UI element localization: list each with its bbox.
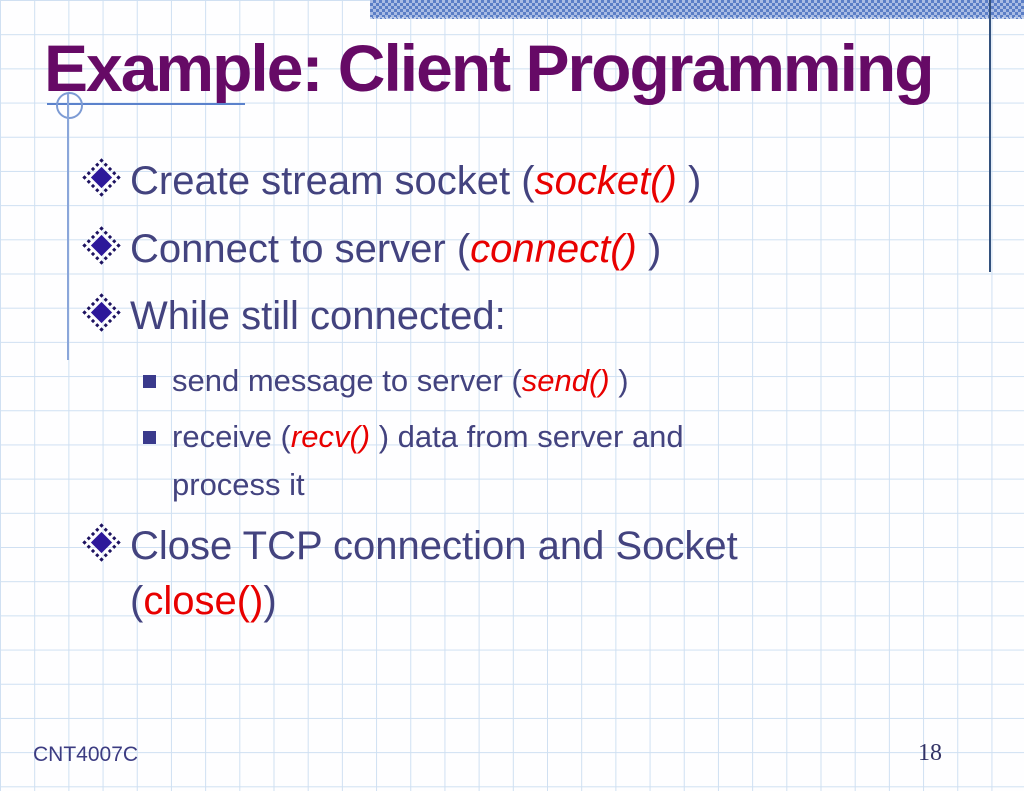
bullet-text: Close TCP connection and Socket (close()) — [130, 519, 738, 629]
bullet-text-plain: receive ( — [172, 419, 291, 454]
bullet-text-plain: send message to server ( — [172, 363, 522, 398]
code-close: close() — [143, 579, 264, 623]
sub-bullet-item-receive: receive (recv() ) data from server and pr… — [140, 413, 684, 509]
code-socket: socket() — [534, 159, 677, 203]
bullet-text-plain: ) — [263, 579, 277, 623]
bullet-text-plain: process it — [172, 467, 305, 502]
woven-top-bar-decoration — [370, 0, 1024, 19]
bullet-item-close: Close TCP connection and Socket (close()) — [82, 519, 738, 629]
right-vertical-line — [989, 0, 991, 272]
left-vertical-line — [67, 94, 69, 360]
diamond-bullet-icon — [82, 154, 130, 197]
square-bullet-icon — [140, 413, 172, 444]
bullet-text: Create stream socket (socket() ) — [130, 154, 701, 209]
bullet-text: Connect to server (connect() ) — [130, 222, 661, 277]
diamond-bullet-icon — [82, 222, 130, 265]
title-underline — [47, 103, 245, 105]
bullet-text-plain: ( — [130, 579, 144, 623]
diamond-bullet-icon — [82, 519, 130, 562]
page-number: 18 — [918, 740, 942, 766]
code-send: send() — [521, 363, 610, 398]
bullet-text: receive (recv() ) data from server and pr… — [172, 413, 684, 509]
square-bullet-icon — [140, 357, 172, 388]
bullet-text-plain: Create stream socket ( — [130, 159, 535, 203]
bullet-text: While still connected: — [130, 289, 506, 344]
bullet-text-plain: ) — [609, 363, 629, 398]
bullet-text-plain: ) — [676, 159, 702, 203]
bullet-text-plain: ) — [636, 227, 662, 271]
footer-course-label: CNT4007C — [33, 743, 139, 766]
bullet-text-plain: Connect to server ( — [130, 227, 471, 271]
bullet-item-while-connected: While still connected: — [82, 289, 506, 344]
bullet-item-create-socket: Create stream socket (socket() ) — [82, 154, 701, 209]
circle-compass-icon — [56, 92, 83, 119]
bullet-text-plain: While still connected: — [130, 294, 506, 338]
bullet-text-plain: ) data from server and — [370, 419, 684, 454]
code-connect: connect() — [470, 227, 637, 271]
bullet-text: send message to server (send() ) — [172, 357, 629, 405]
bullet-text-plain: Close TCP connection and Socket — [130, 524, 738, 568]
sub-bullet-item-send: send message to server (send() ) — [140, 357, 629, 405]
bullet-item-connect: Connect to server (connect() ) — [82, 222, 661, 277]
code-recv: recv() — [290, 419, 371, 454]
diamond-bullet-icon — [82, 289, 130, 332]
page-title: Example: Client Programming — [44, 31, 935, 105]
